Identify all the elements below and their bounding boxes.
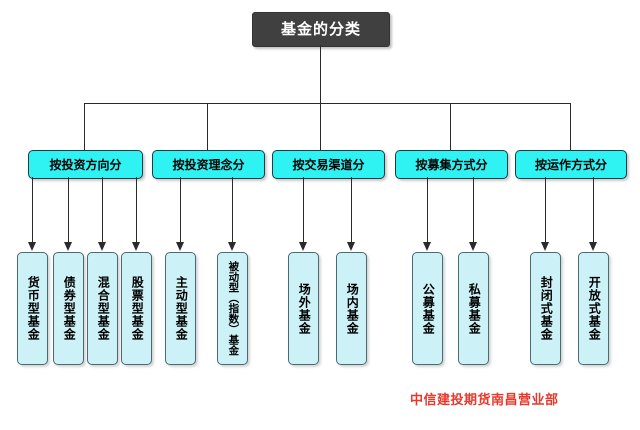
category-node-by-investment-philosophy[interactable]: 按投资理念分 bbox=[152, 150, 265, 179]
arrow-to-leaf-6 bbox=[228, 177, 236, 251]
category-label: 按运作方式分 bbox=[534, 157, 607, 172]
arrow-to-leaf-2 bbox=[64, 177, 72, 251]
leaf-node-passive-index-fund[interactable]: 被动型（指数）基金 bbox=[217, 252, 248, 365]
arrow-to-leaf-1 bbox=[28, 177, 36, 251]
arrow-to-leaf-12 bbox=[589, 177, 597, 251]
leaf-label: 场外基金 bbox=[297, 282, 312, 335]
leaf-label: 公募基金 bbox=[421, 282, 436, 335]
connector-bus-to-category-4 bbox=[450, 103, 451, 150]
leaf-label: 被动型（指数）基金 bbox=[227, 261, 240, 356]
leaf-node-active-fund[interactable]: 主动型基金 bbox=[165, 252, 196, 365]
category-label: 按募集方式分 bbox=[415, 157, 488, 172]
arrow-to-leaf-5 bbox=[176, 177, 184, 251]
arrow-to-leaf-9 bbox=[423, 177, 431, 251]
arrow-to-leaf-10 bbox=[469, 177, 477, 251]
category-node-by-investment-direction[interactable]: 按投资方向分 bbox=[28, 150, 143, 179]
leaf-label: 股票型基金 bbox=[130, 276, 145, 341]
root-node-label: 基金的分类 bbox=[280, 20, 361, 38]
leaf-label: 封闭式基金 bbox=[539, 276, 554, 341]
connector-horizontal-bus bbox=[84, 103, 570, 104]
connector-bus-to-category-5 bbox=[570, 103, 571, 150]
leaf-label: 主动型基金 bbox=[174, 276, 189, 341]
root-node-fund-classification[interactable]: 基金的分类 bbox=[252, 12, 390, 47]
leaf-node-equity-fund[interactable]: 股票型基金 bbox=[121, 252, 152, 365]
arrow-to-leaf-3 bbox=[98, 177, 106, 251]
category-node-by-operating-method[interactable]: 按运作方式分 bbox=[515, 150, 627, 179]
category-label: 按投资理念分 bbox=[172, 157, 245, 172]
leaf-node-exchange-traded-fund[interactable]: 场内基金 bbox=[336, 252, 367, 365]
arrow-to-leaf-7 bbox=[299, 177, 307, 251]
leaf-node-hybrid-fund[interactable]: 混合型基金 bbox=[87, 252, 118, 365]
leaf-label: 债券型基金 bbox=[62, 276, 77, 341]
category-label: 按交易渠道分 bbox=[292, 157, 365, 172]
leaf-label: 场内基金 bbox=[345, 282, 360, 335]
category-node-by-trading-channel[interactable]: 按交易渠道分 bbox=[272, 150, 385, 179]
leaf-node-bond-fund[interactable]: 债券型基金 bbox=[53, 252, 84, 365]
arrow-to-leaf-8 bbox=[347, 177, 355, 251]
leaf-label: 混合型基金 bbox=[96, 276, 111, 341]
category-node-by-fundraising-method[interactable]: 按募集方式分 bbox=[395, 150, 508, 179]
connector-bus-to-category-1 bbox=[84, 103, 85, 150]
leaf-node-money-market-fund[interactable]: 货币型基金 bbox=[17, 252, 48, 365]
connector-bus-to-category-2 bbox=[207, 103, 208, 150]
connector-root-stem bbox=[320, 45, 321, 103]
connector-bus-to-category-3 bbox=[320, 103, 321, 150]
watermark-text: 中信建投期货南昌营业部 bbox=[410, 393, 559, 408]
leaf-node-public-offering-fund[interactable]: 公募基金 bbox=[412, 252, 443, 365]
arrow-to-leaf-11 bbox=[541, 177, 549, 251]
leaf-node-otc-fund[interactable]: 场外基金 bbox=[288, 252, 319, 365]
leaf-label: 货币型基金 bbox=[26, 276, 41, 341]
leaf-node-closed-end-fund[interactable]: 封闭式基金 bbox=[530, 252, 561, 365]
leaf-label: 开放式基金 bbox=[587, 276, 602, 341]
leaf-node-private-offering-fund[interactable]: 私募基金 bbox=[458, 252, 489, 365]
category-label: 按投资方向分 bbox=[49, 157, 122, 172]
leaf-node-open-end-fund[interactable]: 开放式基金 bbox=[578, 252, 609, 365]
leaf-label: 私募基金 bbox=[467, 282, 482, 335]
arrow-to-leaf-4 bbox=[132, 177, 140, 251]
